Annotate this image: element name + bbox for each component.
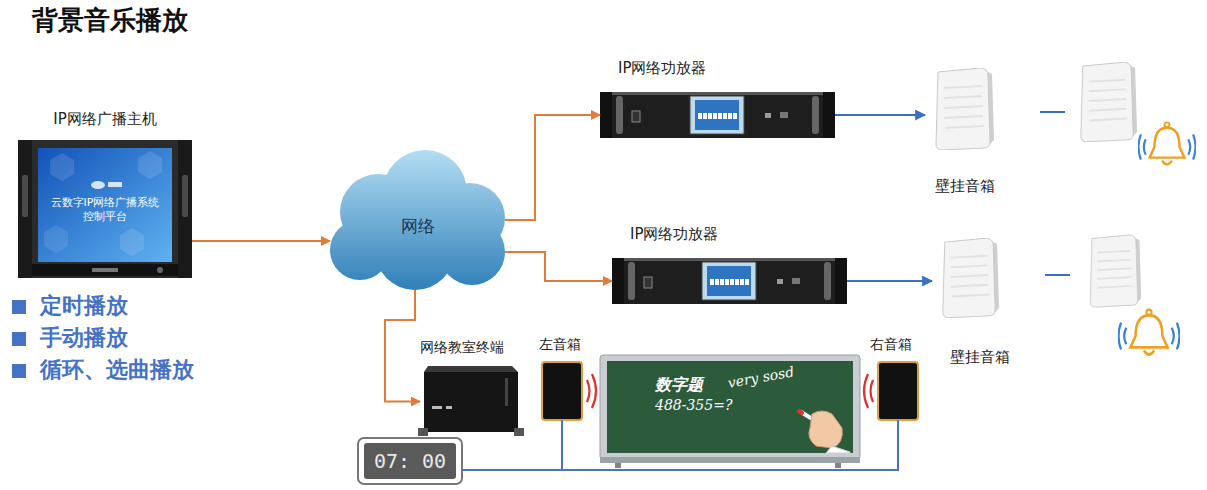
- host-illustration: [120, 228, 144, 256]
- bell-icon: [1119, 122, 1196, 354]
- network-cloud-shape: [330, 150, 505, 290]
- node-label: 左音箱: [539, 336, 581, 354]
- host-illustration: [18, 140, 32, 278]
- node-label: IP网络功放器: [618, 59, 706, 78]
- host-illustration: [44, 225, 68, 253]
- amplifier-illustration: [612, 258, 847, 304]
- connector-line: [505, 252, 612, 281]
- classroom-speaker-illustration: [878, 362, 918, 420]
- classroom-terminal-illustration: [418, 366, 524, 436]
- host-illustration: [92, 268, 118, 272]
- blackboard-illustration: [809, 411, 842, 448]
- blackboard-illustration: [607, 361, 853, 453]
- host-illustration: [22, 175, 28, 217]
- connector-line: [462, 420, 562, 470]
- classroom-terminal-illustration: [432, 406, 442, 409]
- ip-amplifier: IP网络功放器: [612, 258, 847, 304]
- host-illustration: [108, 182, 122, 187]
- blackboard-illustration: [600, 355, 860, 468]
- bullet-squares: [12, 300, 26, 314]
- host-illustration: [38, 148, 172, 262]
- amplifier-illustration: [600, 92, 835, 138]
- bell-icon: [1138, 122, 1195, 164]
- wall-speaker-pair: 壁挂音箱: [932, 232, 1147, 318]
- host-illustration: [157, 267, 163, 273]
- connector-line: [847, 280, 932, 282]
- connector-line: [835, 114, 925, 116]
- bullet-squares: [12, 300, 26, 378]
- page-title: 背景音乐播放: [32, 4, 188, 37]
- bullet-squares: [12, 364, 26, 378]
- classroom-terminal-illustration: [424, 372, 518, 432]
- clock-illustration: [358, 438, 462, 484]
- network-cloud: 网络: [330, 150, 505, 290]
- host-illustration: [182, 175, 188, 217]
- host-illustration: [18, 140, 192, 278]
- connector-line: [462, 420, 898, 470]
- bullet-squares: [12, 332, 26, 346]
- blackboard-illustration: [600, 355, 860, 459]
- connector-line: [505, 115, 600, 220]
- feature-item: 手动播放: [40, 324, 128, 352]
- host-illustration: [32, 264, 178, 276]
- classroom-terminal-illustration: [446, 406, 452, 409]
- bell-icon: [1119, 310, 1180, 355]
- connector-line: [192, 240, 330, 242]
- node-label: 网络: [330, 216, 505, 237]
- node-label: 488-355=?: [655, 397, 732, 415]
- left-speaker: 左音箱: [542, 362, 582, 420]
- node-label: IP网络功放器: [630, 225, 718, 244]
- wall-speaker-illustration: [1090, 235, 1141, 307]
- classroom-terminal: 网络教室终端: [420, 365, 520, 438]
- node-label: 右音箱: [870, 336, 912, 354]
- node-label: 07: 00: [358, 449, 462, 474]
- broadcast-host: IP网络广播主机云数字IP网络广播系统 控制平台: [18, 140, 192, 278]
- wall-speaker-illustration: [943, 238, 999, 318]
- wall-speaker-illustration: [1045, 274, 1070, 276]
- classroom-terminal-illustration: [505, 378, 508, 406]
- classroom-speaker-illustration: [864, 374, 873, 408]
- node-label: 云数字IP网络广播系统 控制平台: [40, 196, 170, 224]
- host-illustration: [50, 153, 74, 181]
- blackboard-illustration: [615, 463, 621, 468]
- classroom-speaker-illustration: [542, 362, 582, 420]
- clock-illustration: [358, 438, 462, 484]
- connector-line: [385, 290, 420, 402]
- node-label: very sosd: [726, 363, 795, 392]
- wall-speaker-illustration: [1040, 111, 1065, 113]
- host-illustration: [91, 181, 105, 189]
- blackboard: 数字题 488-355=? very sosd: [600, 355, 860, 463]
- classroom-terminal-illustration: [418, 428, 428, 436]
- digital-clock: 07: 00: [358, 438, 462, 484]
- feature-item: 定时播放: [40, 292, 128, 320]
- host-illustration: [178, 140, 192, 278]
- node-label: 网络教室终端: [420, 339, 504, 357]
- blackboard-illustration: [600, 457, 860, 463]
- node-label: 壁挂音箱: [935, 177, 995, 196]
- host-illustration: [138, 151, 162, 179]
- ip-amplifier: IP网络功放器: [600, 92, 835, 138]
- node-label: IP网络广播主机: [18, 110, 192, 129]
- network-cloud-shape: [439, 219, 505, 285]
- blackboard-illustration: [826, 446, 850, 453]
- classroom-terminal-illustration: [424, 366, 518, 372]
- classroom-speaker-illustration: [587, 374, 596, 408]
- node-label: 壁挂音箱: [950, 348, 1010, 367]
- wall-speaker-illustration: [1081, 62, 1137, 142]
- node-label: 数字题: [655, 375, 703, 395]
- wall-speaker-pair: 壁挂音箱: [925, 62, 1145, 152]
- blackboard-illustration: [835, 463, 841, 468]
- feature-item: 循环、选曲播放: [40, 356, 194, 384]
- host-illustration: [18, 140, 192, 278]
- classroom-terminal-illustration: [514, 428, 524, 436]
- wall-speaker-illustration: [936, 62, 1141, 318]
- amplifier-illustration: [600, 92, 847, 304]
- blackboard-illustration: [799, 411, 802, 413]
- wall-speaker-illustration: [936, 68, 994, 150]
- right-speaker: 右音箱: [878, 362, 918, 420]
